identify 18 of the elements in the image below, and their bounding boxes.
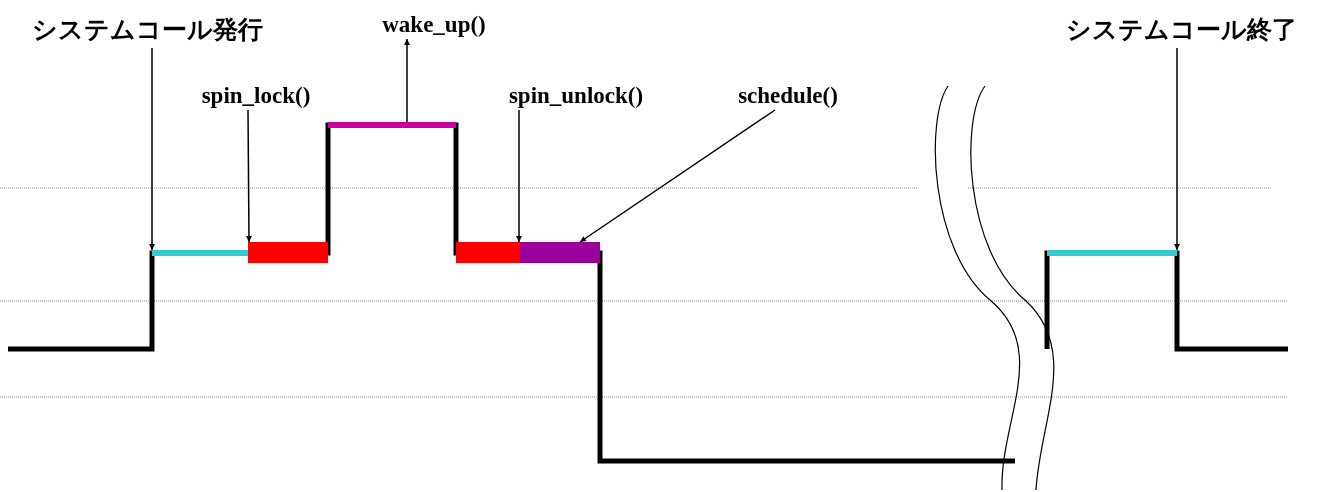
leader-arrow [516,109,522,243]
function-label: wake_up() [356,11,512,39]
function-label: schedule() [722,82,854,110]
signal-segment [520,242,600,263]
event-label: システムコール終了 [1040,12,1322,48]
event-label: システムコール発行 [6,12,288,48]
signal-segment [456,242,520,263]
signal-segment [1047,250,1177,256]
signal-segment [152,250,248,256]
leader-arrow [149,47,155,251]
leader-arrow [1174,47,1180,251]
leader-arrow [579,109,776,243]
leader-arrow [245,109,252,243]
signal-segment [328,122,456,128]
leader-arrow [404,38,410,123]
function-label: spin_unlock() [478,82,674,110]
signal-segment [248,242,328,263]
function-label: spin_lock() [176,82,336,110]
